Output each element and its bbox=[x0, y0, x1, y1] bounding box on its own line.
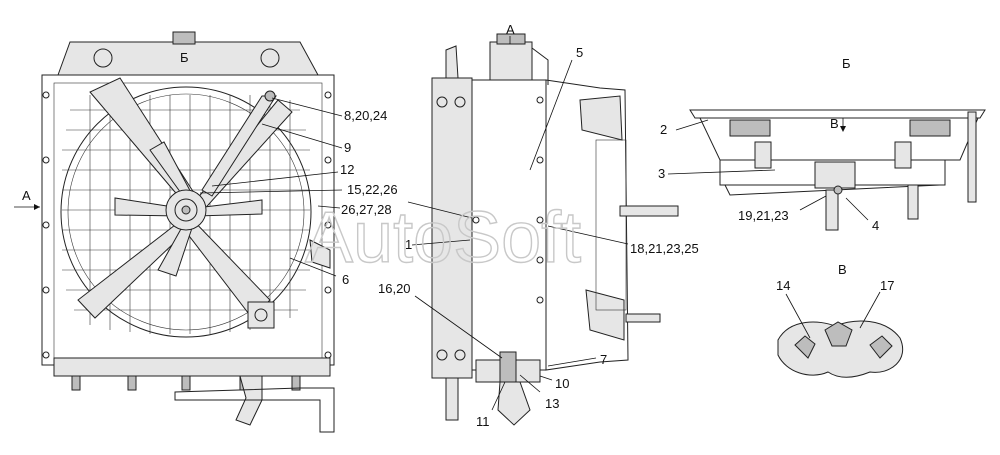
bracket-casting bbox=[777, 320, 904, 378]
callout-1: 1 bbox=[405, 237, 412, 252]
callout-8-20-24: 8,20,24 bbox=[344, 108, 387, 123]
mount-hole-left bbox=[93, 48, 113, 68]
steam-pipe bbox=[445, 45, 459, 79]
callout-4: 4 bbox=[872, 218, 879, 233]
bottom-tank bbox=[53, 357, 331, 377]
view-label-v-title: В bbox=[838, 262, 847, 277]
side-bolts bbox=[42, 91, 332, 359]
drain-pipe bbox=[174, 387, 335, 433]
blade-profile-bottom bbox=[585, 289, 625, 341]
callout-3: 3 bbox=[658, 166, 665, 181]
callout-11: 11 bbox=[476, 414, 490, 429]
side-view bbox=[431, 33, 679, 426]
callout-15-22-26: 15,22,26 bbox=[347, 182, 398, 197]
callout-9: 9 bbox=[344, 140, 351, 155]
fan-disk-side bbox=[595, 139, 627, 311]
callout-16-20: 16,20 bbox=[378, 281, 411, 296]
watermark: AutoSoft bbox=[305, 198, 581, 278]
view-label-a-top: А bbox=[506, 22, 515, 37]
view-b bbox=[689, 109, 986, 231]
mount-hole-right bbox=[260, 48, 280, 68]
fan-hub-inner bbox=[174, 198, 198, 222]
front-view bbox=[14, 31, 335, 433]
bracket-center bbox=[824, 321, 853, 347]
radiator-core-side bbox=[431, 77, 473, 379]
callout-12: 12 bbox=[340, 162, 354, 177]
view-b-top-plate bbox=[689, 109, 986, 119]
view-label-a-left: А bbox=[22, 188, 31, 203]
filler-cap-side bbox=[496, 33, 526, 45]
blade-profile-top bbox=[579, 95, 623, 141]
shroud-bolts bbox=[472, 96, 544, 304]
bracket-lug-right bbox=[869, 335, 893, 359]
callout-19-21-23: 19,21,23 bbox=[738, 208, 789, 223]
fan-shroud bbox=[60, 86, 312, 338]
view-b-center-block bbox=[814, 161, 856, 189]
fan-profile bbox=[545, 79, 629, 371]
callout-2: 2 bbox=[660, 122, 667, 137]
view-b-shaft bbox=[825, 189, 839, 231]
callout-18-21-23-25: 18,21,23,25 bbox=[630, 241, 699, 256]
view-v bbox=[777, 320, 904, 378]
filler-neck-side bbox=[489, 41, 533, 81]
view-label-b-top: Б bbox=[180, 50, 189, 65]
bottom-studs bbox=[71, 375, 301, 391]
fan-blades bbox=[77, 77, 293, 319]
clamp bbox=[499, 351, 517, 383]
callout-6: 6 bbox=[342, 272, 349, 287]
view-b-stud bbox=[907, 184, 919, 220]
tensioner-arm bbox=[201, 95, 277, 197]
lower-pipe bbox=[497, 381, 531, 426]
view-a-arrowhead bbox=[34, 204, 40, 210]
bottom-bracket bbox=[247, 301, 275, 329]
shaft-side bbox=[619, 205, 679, 217]
view-b-block-right bbox=[909, 119, 951, 137]
callout-17: 17 bbox=[880, 278, 894, 293]
view-b-rod bbox=[967, 111, 977, 203]
view-b-block-left bbox=[729, 119, 771, 137]
fan-shroud-inner bbox=[67, 93, 305, 331]
bracket-lug-left bbox=[794, 335, 816, 359]
callout-14: 14 bbox=[776, 278, 790, 293]
top-tank bbox=[57, 41, 319, 76]
bolt-side bbox=[625, 313, 661, 323]
tensioner-bolt bbox=[264, 90, 276, 102]
callout-10: 10 bbox=[555, 376, 569, 391]
view-label-v-sub: В bbox=[830, 116, 839, 131]
filler-cap bbox=[172, 31, 196, 45]
fan-hub-center bbox=[181, 205, 191, 215]
view-label-b-right: Б bbox=[842, 56, 851, 71]
leader-lines bbox=[199, 59, 881, 411]
callout-5: 5 bbox=[576, 45, 583, 60]
callout-7: 7 bbox=[600, 352, 607, 367]
side-bracket bbox=[309, 239, 331, 269]
callout-13: 13 bbox=[545, 396, 559, 411]
drain-cock bbox=[445, 377, 459, 421]
callout-26-27-28: 26,27,28 bbox=[341, 202, 392, 217]
